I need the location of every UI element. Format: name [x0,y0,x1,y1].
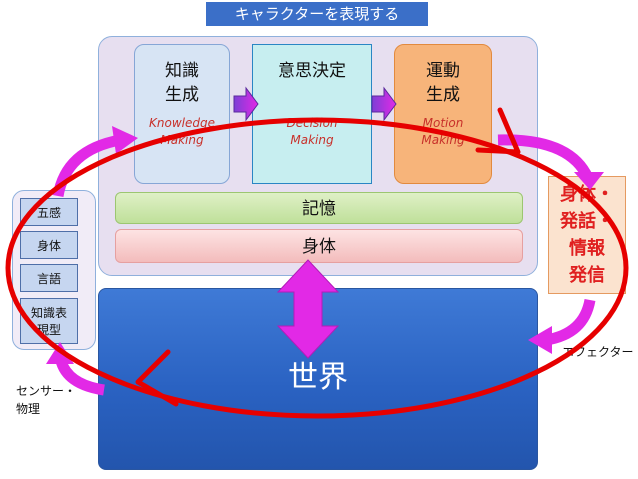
motion-en-line1: Motion [422,116,464,130]
arrow-output-to-world [544,298,596,346]
sensor-caption: センサー・ 物理 [16,382,76,418]
red-loop-ellipse [5,117,629,419]
knowledge-jp-line1: 知識 [165,61,199,81]
knowledge-jp-line2: 生成 [165,85,199,105]
arrow-knowledge-to-decision [233,86,259,122]
decision-making-box: 意思決定 Decision Making [252,44,372,184]
sensor-item-language: 言語 [20,264,78,292]
red-arrowhead-bottom-left [135,349,179,407]
sensor-caption-line1: センサー・ [16,384,77,398]
sensor-knowledge-line1: 知識表 [30,306,67,320]
red-arrowhead-top-right [475,107,521,155]
motion-jp-line1: 運動 [426,61,460,81]
decision-jp-line1: 意思決定 [278,61,346,81]
arrowhead-sensor-to-knowledge [112,126,138,154]
memory-bar: 記憶 [115,192,523,224]
decision-en-line2: Making [290,133,334,147]
body-bar: 身体 [115,229,523,263]
arrow-decision-to-motion [371,86,397,122]
sensor-caption-line2: 物理 [16,402,41,416]
knowledge-en-line1: Knowledge [149,116,215,130]
output-line2: 発話・ [560,211,614,232]
output-line3: 情報 [569,238,605,259]
output-line4: 発信 [569,265,605,286]
world-label: 世界 [288,360,348,395]
arrowhead-output-to-world [528,326,552,354]
arrow-body-world [276,259,340,359]
motion-jp-line2: 生成 [426,85,460,105]
sensor-item-body: 身体 [20,231,78,259]
diagram-title: キャラクターを表現する [206,2,428,26]
arrowhead-motion-to-output [574,172,604,190]
